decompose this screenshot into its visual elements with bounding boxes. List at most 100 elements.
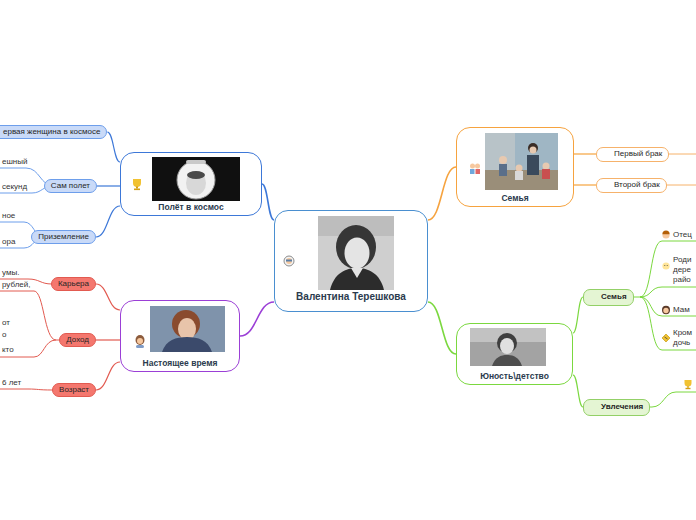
subtopic-pill: Карьера — [51, 277, 96, 291]
branch-connector — [428, 302, 456, 354]
woman-icon — [136, 345, 144, 348]
leaf-holder: 6 лет — [2, 378, 21, 388]
branch-topic: Семья — [456, 127, 574, 207]
branch-connector — [96, 284, 120, 310]
family-photo — [485, 133, 558, 190]
diamond-icon — [665, 337, 668, 339]
astronaut-icon — [284, 256, 294, 266]
family-icon — [476, 169, 481, 174]
leaf-holder: Кром — [673, 328, 692, 338]
branch-connector — [96, 339, 120, 340]
branch-connector — [107, 132, 120, 162]
woman-icon — [662, 306, 670, 314]
man-icon — [662, 231, 669, 239]
trophy-icon — [686, 388, 691, 389]
branch-topic: Полёт в космос — [120, 152, 262, 216]
woman-icon — [663, 308, 668, 313]
family-icon — [475, 164, 480, 169]
portrait-photo — [500, 338, 514, 354]
family-photo — [499, 156, 507, 164]
branch-connector — [96, 206, 120, 237]
family-photo — [515, 171, 523, 180]
woman-icon — [662, 306, 670, 314]
portrait-photo — [330, 268, 384, 290]
baby-icon — [667, 265, 668, 266]
topic-text: Второй брак — [614, 180, 660, 190]
central-topic: Валентина Терешкова — [274, 210, 428, 312]
subtopic-pill: Сам полет — [44, 179, 97, 193]
topic-text: Возраст — [59, 385, 89, 395]
leaf-holder: рублей, — [2, 280, 30, 290]
portrait-photo — [470, 328, 546, 366]
subtopic-pill: Доход — [59, 333, 96, 347]
leader-lines — [0, 340, 56, 357]
helmet-photo — [152, 157, 240, 201]
man-icon — [662, 231, 669, 235]
portrait-photo — [318, 216, 394, 290]
leaf-text: от — [2, 318, 10, 328]
leaf-holder: райо — [673, 275, 691, 285]
trophy-icon — [685, 380, 692, 389]
branch-topic: Юность\детство — [456, 323, 573, 385]
leaf-holder: от — [2, 318, 10, 328]
leaf-holder: Отец — [673, 230, 692, 240]
helmet-photo — [177, 161, 215, 199]
topic-text: Первый брак — [614, 149, 662, 159]
family-photo — [528, 143, 538, 153]
leaf-holder: секунд — [2, 182, 27, 192]
subtopic-pill: Семья — [583, 289, 634, 306]
family-photo — [499, 164, 507, 176]
branch-connector — [97, 185, 120, 186]
leaf-holder: ешный — [2, 157, 28, 167]
leaf-text: дочь — [673, 338, 690, 348]
leaf-text: ешный — [2, 157, 28, 167]
leaf-holder: Мам — [673, 305, 690, 315]
family-photo — [516, 165, 523, 172]
leaf-holder: кто — [2, 345, 14, 355]
woman-icon — [137, 338, 143, 344]
subtopic-pill: Приземление — [31, 230, 96, 244]
branch-topic: Настоящее время — [120, 300, 240, 372]
trophy-icon — [133, 179, 141, 187]
trophy-icon — [134, 189, 140, 191]
leader-lines — [640, 297, 696, 350]
portrait-photo — [162, 337, 212, 352]
leaf-text: Роди — [673, 255, 691, 265]
subtopic-pill: ервая женщина в космосе — [0, 125, 107, 139]
topic-title: Семья — [501, 193, 528, 204]
trophy-icon — [685, 380, 692, 387]
woman-icon — [136, 335, 145, 348]
topic-title: Полёт в космос — [158, 202, 223, 213]
family-photo — [543, 163, 550, 170]
leaf-text: умы. — [2, 268, 19, 278]
branch-connector — [262, 184, 274, 220]
portrait-photo — [470, 328, 546, 366]
baby-icon — [664, 265, 665, 266]
portrait-photo — [492, 355, 522, 366]
portrait-photo — [336, 225, 376, 269]
diamond-icon — [662, 334, 670, 342]
leaf-holder: о — [2, 330, 6, 340]
leaf-holder: дочь — [673, 338, 690, 348]
diamond-icon — [662, 334, 670, 342]
trophy-icon — [136, 187, 138, 189]
family-icon — [470, 169, 475, 174]
family-photo — [527, 155, 539, 175]
leaf-text: о — [2, 330, 6, 340]
helmet-photo — [186, 171, 206, 195]
family-icon — [470, 164, 475, 169]
portrait-photo — [345, 238, 370, 269]
branch-connector — [428, 167, 456, 220]
topic-text: Увлечения — [601, 402, 643, 412]
leaf-text: секунд — [2, 182, 27, 192]
branch-connector — [240, 302, 274, 336]
leaf-text: дере — [673, 265, 691, 275]
woman-icon — [136, 335, 145, 345]
leaf-text: кто — [2, 345, 14, 355]
baby-icon — [662, 262, 669, 269]
branch-connector — [574, 184, 596, 185]
family-photo — [530, 147, 537, 154]
subtopic-pill: Первый брак — [596, 147, 669, 162]
astronaut-icon — [286, 258, 292, 264]
